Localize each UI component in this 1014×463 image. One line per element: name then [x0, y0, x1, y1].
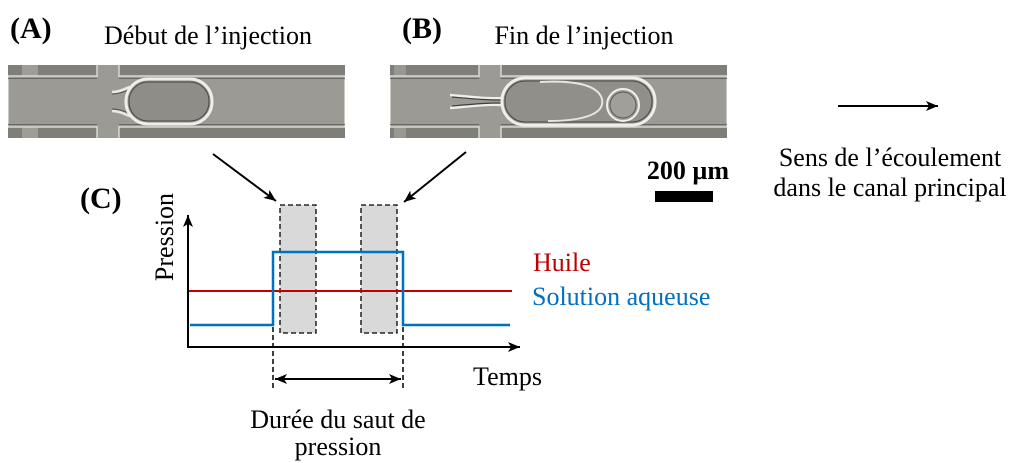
- caption-a: Début de l’injection: [104, 21, 312, 50]
- duration-label-line2: pression: [295, 432, 382, 461]
- scale-bar: [655, 191, 713, 202]
- start-injection-window: [279, 204, 317, 334]
- end-injection-window: [360, 204, 398, 334]
- pointer-arrow-a: [212, 153, 277, 202]
- inner-bubble-edge: [609, 91, 637, 119]
- micrograph-a: [8, 65, 345, 138]
- legend-solution-aqueuse: Solution aqueuse: [532, 282, 710, 311]
- flow-direction-line2: dans le canal principal: [773, 173, 1006, 202]
- micrograph-b: [390, 65, 727, 138]
- panel-label-a: (A): [10, 12, 52, 45]
- side-channel: [97, 65, 119, 138]
- x-axis-label: Temps: [473, 362, 542, 391]
- inner-bubble: [606, 88, 640, 122]
- aqueous-pressure-line: [190, 250, 510, 327]
- pointer-arrow-b: [403, 151, 467, 203]
- panel-label-c: (C): [80, 182, 122, 215]
- droplet-inner-edge: [504, 80, 653, 123]
- main-channel-inner-edge: [8, 78, 345, 125]
- side-channel-walls: [478, 65, 502, 138]
- droplet: [124, 77, 214, 126]
- caption-b: Fin de l’injection: [494, 21, 673, 50]
- pinching-neck-shadow: [451, 96, 503, 107]
- legend-huile: Huile: [533, 248, 591, 277]
- duration-label-line1: Durée du saut de: [250, 405, 425, 434]
- side-channel: [479, 65, 501, 138]
- side-channel-walls: [96, 65, 120, 138]
- droplet-inner-edge: [128, 81, 210, 122]
- y-axis-label: Pression: [150, 193, 179, 281]
- flow-direction-line1: Sens de l’écoulement: [779, 143, 1002, 172]
- scale-bar-label: 200 µm: [647, 156, 729, 185]
- panel-label-b: (B): [402, 12, 442, 45]
- droplet-inner-interface: [539, 80, 604, 122]
- pinching-neck: [449, 93, 503, 110]
